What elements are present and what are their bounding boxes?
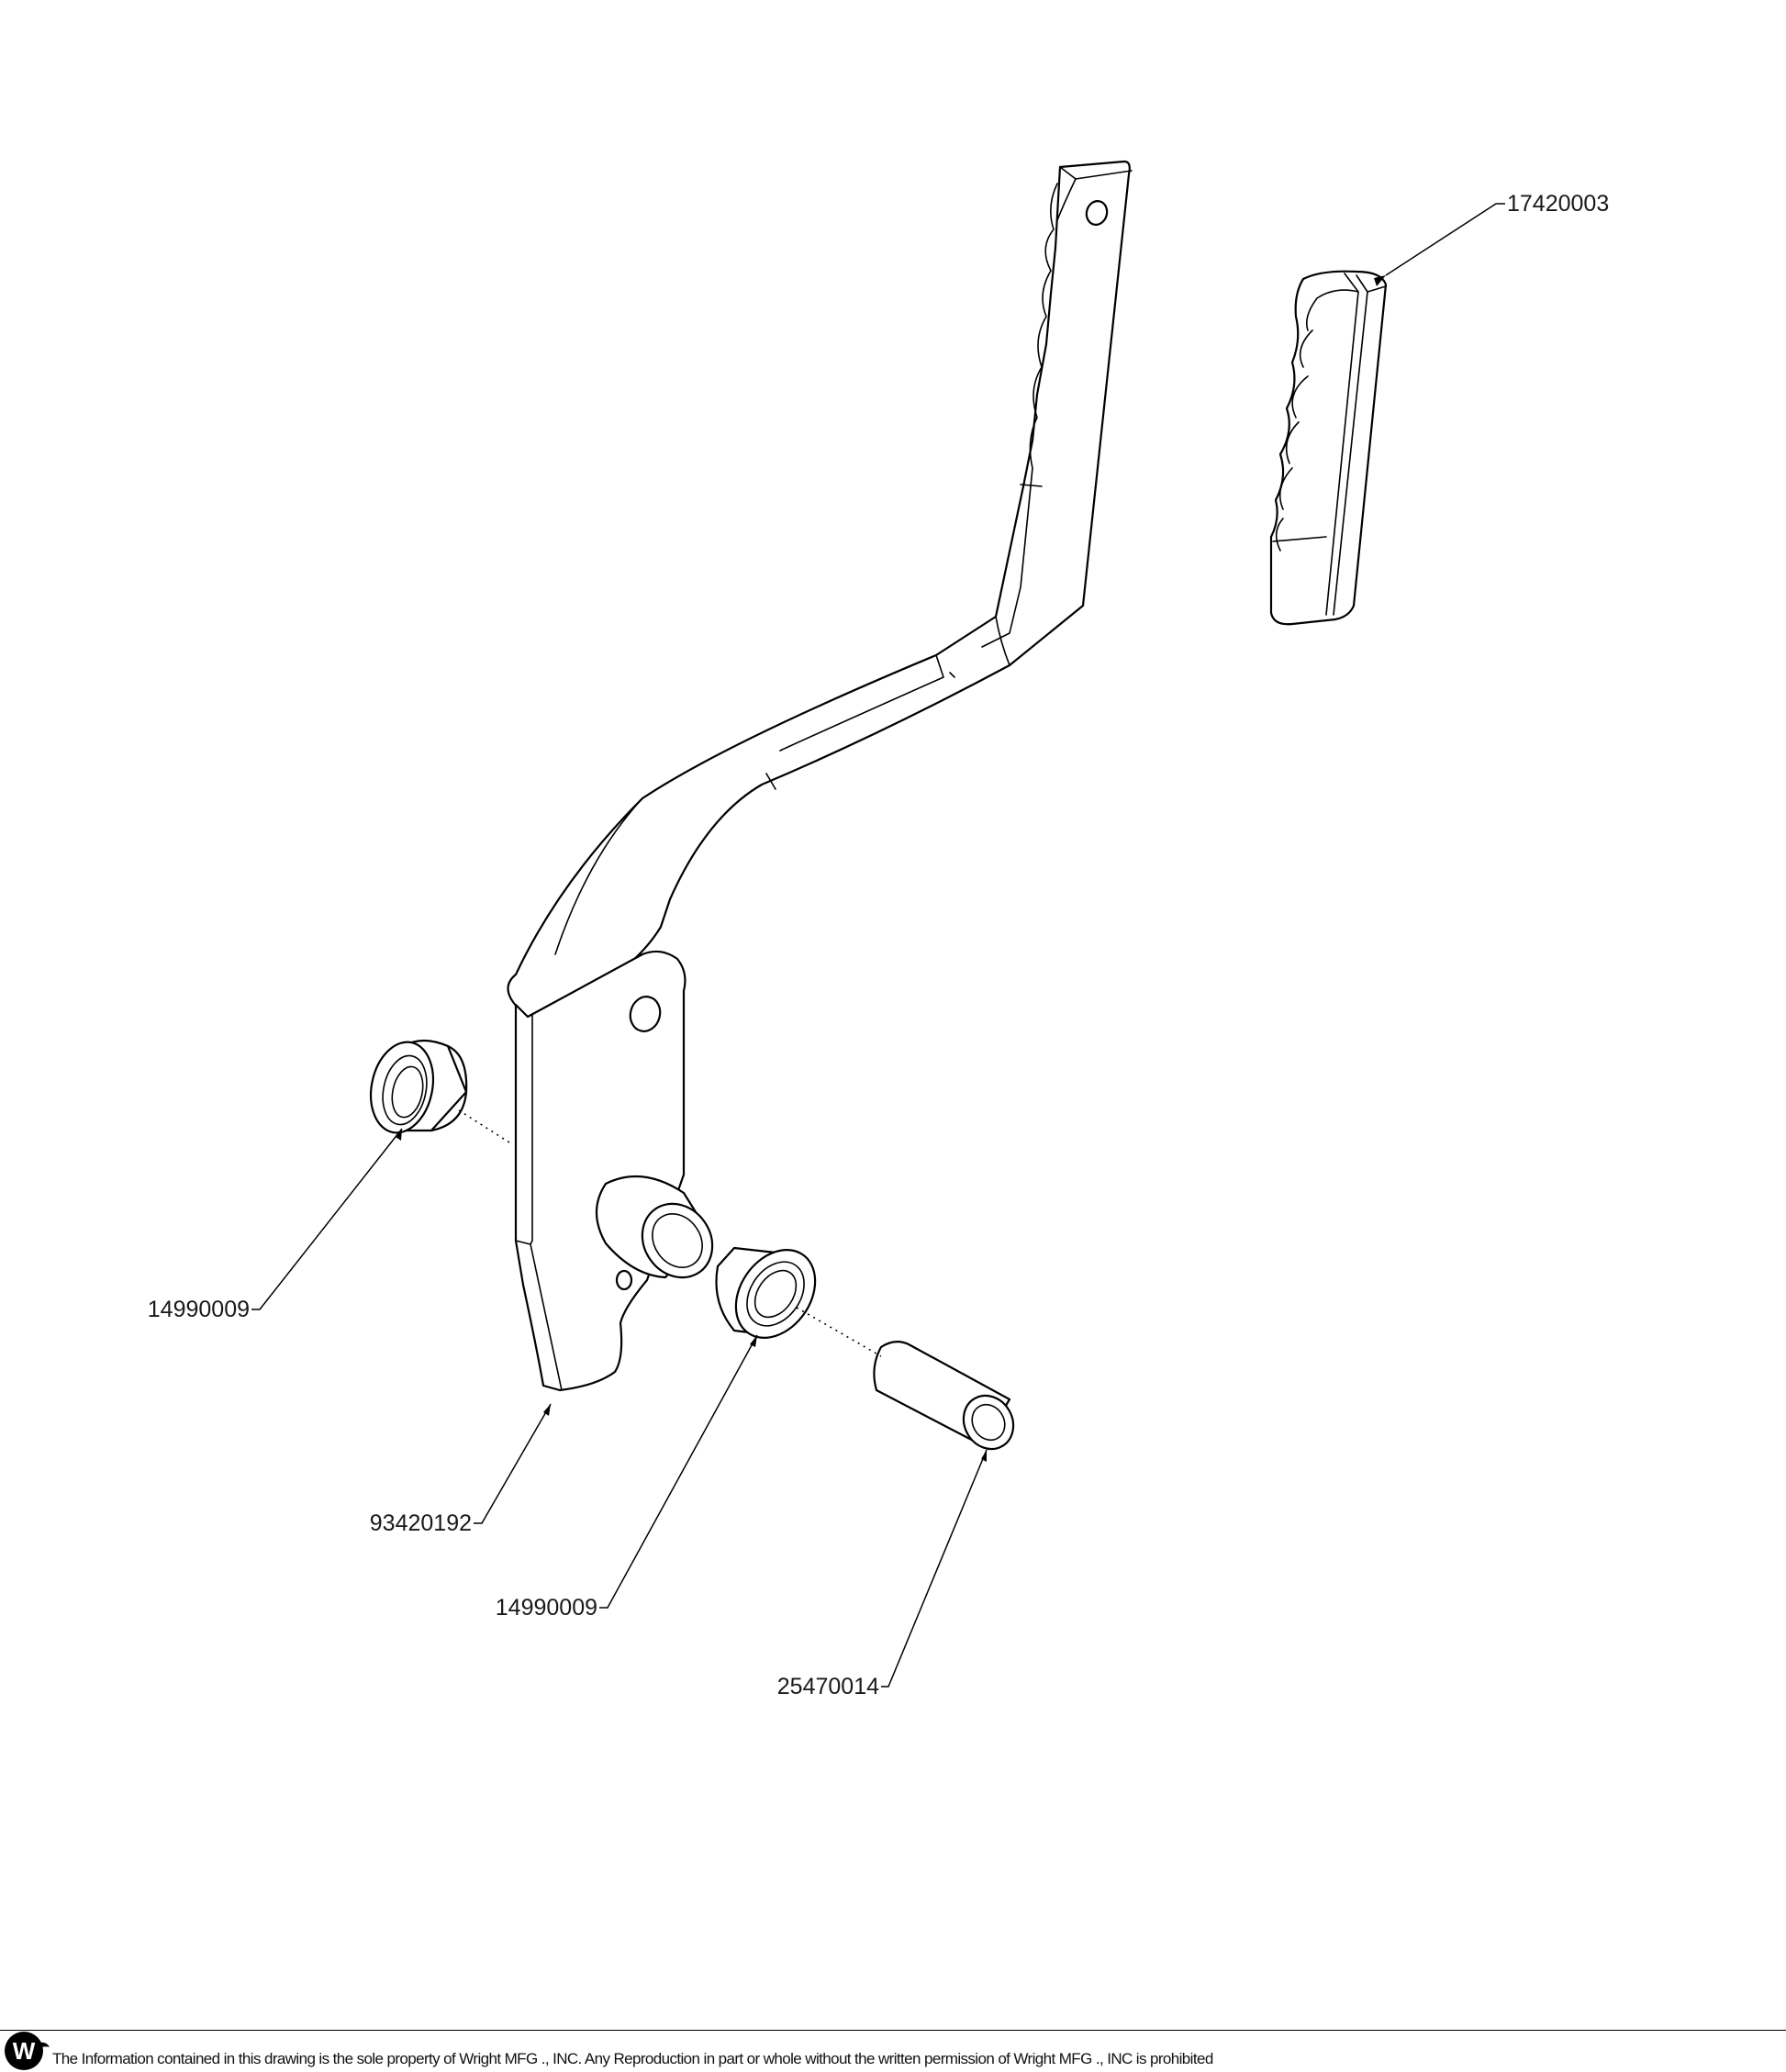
lever-part[interactable] — [507, 160, 1133, 1392]
callout-grip-label: 17420003 — [1507, 191, 1609, 217]
leader-lines — [251, 203, 1505, 1688]
spacer-part[interactable] — [873, 1341, 1022, 1458]
footer-disclaimer: The Information contained in this drawin… — [52, 2050, 1213, 2067]
bushing-right-part[interactable] — [715, 1235, 831, 1353]
callout-bushing-left-label: 14990009 — [148, 1297, 250, 1322]
wright-logo-icon: W — [5, 2032, 50, 2070]
grip-part[interactable] — [1269, 270, 1388, 626]
callout-lever-label: 93420192 — [370, 1510, 472, 1536]
callout-spacer-label: 25470014 — [777, 1674, 879, 1699]
footer: W The Information contained in this draw… — [0, 2030, 1786, 2072]
bushing-left-part[interactable] — [363, 1036, 468, 1139]
callout-bushing-right-label: 14990009 — [496, 1595, 597, 1621]
logo-letter: W — [13, 2037, 36, 2065]
lever-boss — [596, 1175, 714, 1279]
leader-arrows — [396, 275, 1386, 1462]
